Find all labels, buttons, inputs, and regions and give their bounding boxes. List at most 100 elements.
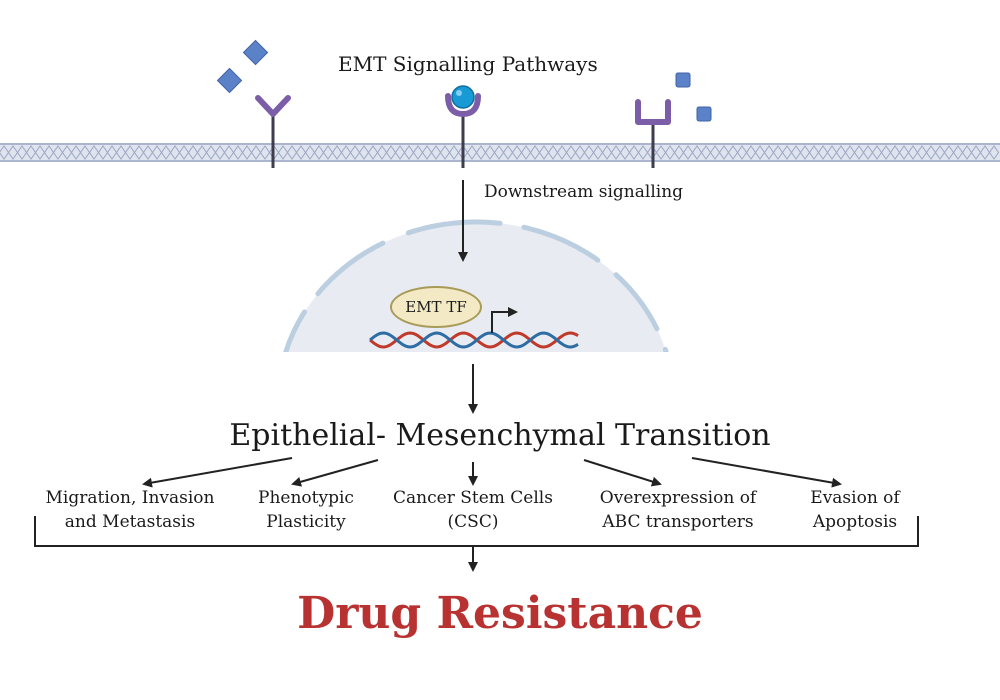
membrane-lipid: [313, 145, 325, 160]
membrane-lipid: [925, 145, 937, 160]
membrane-lipid: [709, 145, 721, 160]
outcome-line: Apoptosis: [812, 512, 898, 532]
membrane-lipid: [880, 145, 892, 160]
membrane-lipid: [700, 145, 712, 160]
membrane-lipid: [781, 145, 793, 160]
membrane-lipid: [988, 145, 1000, 160]
diagram-title: EMT Signalling Pathways: [338, 52, 598, 76]
membrane-lipid: [745, 145, 757, 160]
membrane-lipid: [592, 145, 604, 160]
ligand-diamond-2: [216, 67, 243, 94]
membrane-lipid: [52, 145, 64, 160]
ligand-diamond-1: [242, 39, 269, 66]
membrane-lipid: [187, 145, 199, 160]
membrane-lipid: [475, 145, 487, 160]
membrane-lipid: [439, 145, 451, 160]
membrane-lipid: [295, 145, 307, 160]
membrane-lipid: [565, 145, 577, 160]
outcome-line: and Metastasis: [64, 512, 196, 532]
membrane-lipid: [124, 145, 136, 160]
membrane-lipid: [601, 145, 613, 160]
membrane-lipid: [79, 145, 91, 160]
membrane-lipid: [7, 145, 19, 160]
membrane-lipid: [808, 145, 820, 160]
membrane-lipid: [844, 145, 856, 160]
nuclear-envelope-segment: [613, 272, 660, 332]
membrane-lipid: [718, 145, 730, 160]
membrane-lipid: [232, 145, 244, 160]
membrane-lipid: [682, 145, 694, 160]
membrane-lipid: [430, 145, 442, 160]
membrane-lipid: [322, 145, 334, 160]
nuclear-envelope-segment: [283, 309, 307, 352]
membrane-lipid: [970, 145, 982, 160]
membrane-lipid: [196, 145, 208, 160]
membrane-lipid: [952, 145, 964, 160]
membrane-lipid: [214, 145, 226, 160]
receptor-right: [635, 99, 671, 168]
membrane-lipid: [763, 145, 775, 160]
emt-label: Epithelial- Mesenchymal Transition: [229, 418, 771, 453]
membrane-lipid: [538, 145, 550, 160]
membrane-lipid: [403, 145, 415, 160]
membrane-lipid: [376, 145, 388, 160]
membrane-lipid: [799, 145, 811, 160]
membrane-lipid: [340, 145, 352, 160]
outcome-line: ABC transporters: [602, 512, 754, 532]
membrane-lipid: [574, 145, 586, 160]
membrane-lipid: [250, 145, 262, 160]
ligand-square-2: [696, 106, 712, 122]
membrane-lipid: [466, 145, 478, 160]
membrane-lipid: [547, 145, 559, 160]
emt-tf-label: EMT TF: [390, 286, 482, 328]
nuclear-envelope-segment: [662, 346, 669, 352]
membrane-lipid: [25, 145, 37, 160]
membrane-lipid: [178, 145, 190, 160]
membrane-lipid: [0, 145, 10, 160]
outcome-csc: Cancer Stem Cells (CSC): [393, 486, 553, 534]
membrane-lipid: [259, 145, 271, 160]
membrane-lipid: [160, 145, 172, 160]
membrane-lipid: [43, 145, 55, 160]
membrane-lipid: [736, 145, 748, 160]
membrane-lipid: [619, 145, 631, 160]
outcomes-bracket: [34, 516, 919, 547]
receptor-left: [255, 95, 291, 168]
outcome-plasticity: Phenotypic Plasticity: [258, 486, 354, 534]
membrane-lipid: [16, 145, 28, 160]
membrane-lipid: [115, 145, 127, 160]
outcome-line: Cancer Stem Cells: [393, 488, 553, 508]
membrane-lipid: [394, 145, 406, 160]
membrane-lipid: [754, 145, 766, 160]
membrane-lipid: [583, 145, 595, 160]
dna-helix: [369, 331, 579, 349]
membrane-lipid: [367, 145, 379, 160]
membrane-lipid: [205, 145, 217, 160]
arrow-to-apoptosis: [691, 457, 842, 488]
membrane-lipid: [61, 145, 73, 160]
membrane-lipid: [358, 145, 370, 160]
outcome-abc-transporters: Overexpression of ABC transporters: [600, 486, 756, 534]
outcome-apoptosis: Evasion of Apoptosis: [810, 486, 899, 534]
membrane-lipid: [349, 145, 361, 160]
membrane-lipid: [934, 145, 946, 160]
membrane-lipid: [151, 145, 163, 160]
membrane-lipid: [484, 145, 496, 160]
receptor-center: [445, 93, 481, 168]
arrow-to-plasticity: [291, 459, 379, 487]
membrane-lipid: [691, 145, 703, 160]
membrane-lipid: [790, 145, 802, 160]
ligand-ball: [451, 85, 475, 109]
membrane-lipid: [628, 145, 640, 160]
outcome-line: (CSC): [447, 512, 499, 532]
membrane-lipid: [826, 145, 838, 160]
membrane-lipid: [106, 145, 118, 160]
nuclear-envelope-segment: [521, 224, 601, 263]
nucleus: [283, 219, 669, 352]
outcome-line: Evasion of: [810, 488, 900, 508]
membrane-lipid: [241, 145, 253, 160]
membrane-lipid: [412, 145, 424, 160]
outcome-line: Overexpression of: [599, 488, 757, 508]
membrane-lipid: [817, 145, 829, 160]
membrane-lipid: [943, 145, 955, 160]
